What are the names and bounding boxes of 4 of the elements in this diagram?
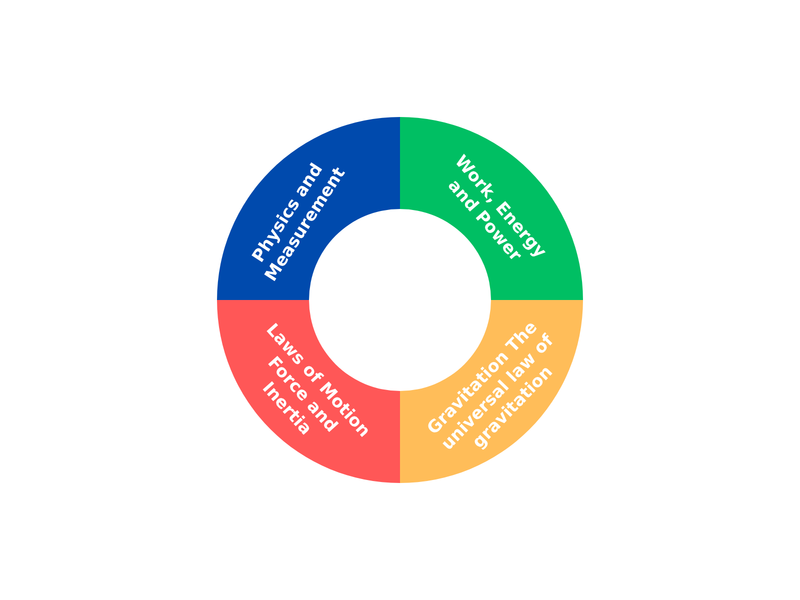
donut-segment — [400, 300, 583, 483]
donut-segment — [217, 117, 400, 300]
donut-segment — [217, 300, 400, 483]
donut-segment — [400, 117, 583, 300]
